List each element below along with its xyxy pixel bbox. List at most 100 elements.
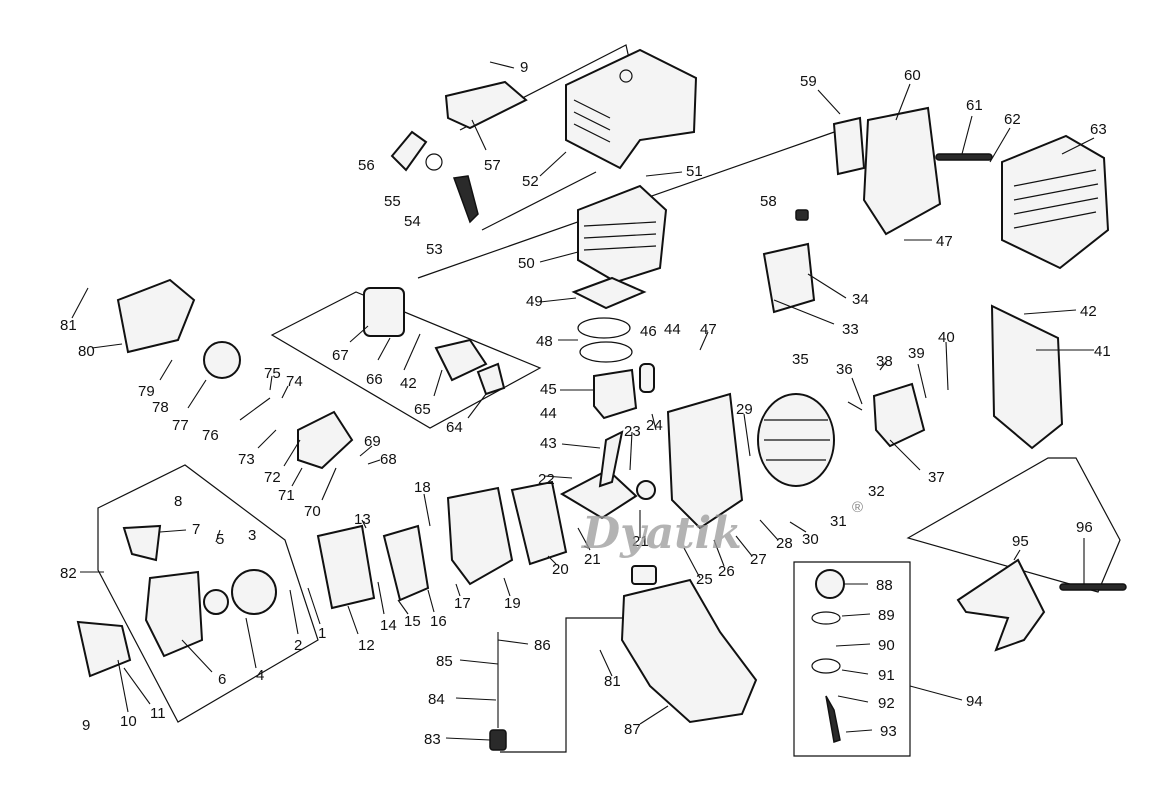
crankcase-half-left [446, 486, 514, 586]
fuel-cap-group-outline [793, 561, 911, 757]
callout-28: 28 [776, 535, 793, 552]
callout-89: 89 [878, 607, 895, 624]
carburetor [363, 287, 405, 337]
callout-37: 37 [928, 469, 945, 486]
callout-31: 31 [830, 513, 847, 530]
fuel-filter [489, 729, 507, 751]
callout-45: 45 [540, 381, 557, 398]
callout-58: 58 [760, 193, 777, 210]
callout-26: 26 [718, 563, 735, 580]
callout-79: 79 [138, 383, 155, 400]
stand-bolt [1059, 583, 1127, 591]
callout-49: 49 [526, 293, 543, 310]
muffler-cover [1001, 134, 1110, 270]
callout-38: 38 [876, 353, 893, 370]
ignition-coil [762, 242, 816, 314]
callout-67: 67 [332, 347, 349, 364]
callout-60: 60 [904, 67, 921, 84]
intake-gasket [476, 362, 506, 396]
callout-7: 7 [192, 521, 200, 538]
callout-68: 68 [380, 451, 397, 468]
callout-54: 54 [404, 213, 421, 230]
callout-96: 96 [1076, 519, 1093, 536]
callout-27: 27 [750, 551, 767, 568]
callout-5: 5 [216, 531, 224, 548]
callout-25: 25 [696, 571, 713, 588]
main-bearing [636, 480, 656, 500]
spark-plug-cap [390, 130, 428, 172]
callout-53: 53 [426, 241, 443, 258]
callout-80: 80 [78, 343, 95, 360]
clutch-assembly [872, 382, 926, 448]
muffler-cover-louvers [1013, 169, 1099, 229]
callout-14: 14 [380, 617, 397, 634]
callout-86: 86 [534, 637, 551, 654]
spacer-block [795, 209, 809, 221]
callout-73: 73 [238, 451, 255, 468]
callout-15: 15 [404, 613, 421, 630]
callout-16: 16 [430, 613, 447, 630]
callout-52: 52 [522, 173, 539, 190]
stand-group-outline [906, 457, 1121, 593]
callout-44-upper: 44 [664, 321, 681, 338]
callout-24: 24 [646, 417, 663, 434]
callout-59: 59 [800, 73, 817, 90]
callout-11: 11 [150, 705, 166, 722]
crankcase-half-right [666, 392, 744, 530]
callout-81-bottom: 81 [604, 673, 621, 690]
clutch-drum-plate [382, 524, 430, 602]
callout-48: 48 [536, 333, 553, 350]
callout-47-right: 47 [936, 233, 953, 250]
callout-2: 2 [294, 637, 302, 654]
callout-22: 22 [538, 471, 555, 488]
starter-cover-plate [76, 620, 132, 678]
callout-43: 43 [540, 435, 557, 452]
callout-41: 41 [1094, 343, 1111, 360]
callout-88: 88 [876, 577, 893, 594]
fuel-tank-neck [631, 565, 657, 585]
recoil-starter-group-outline [97, 464, 319, 723]
callout-4: 4 [256, 667, 264, 684]
callout-56: 56 [358, 157, 375, 174]
callout-87: 87 [624, 721, 641, 738]
callout-10: 10 [120, 713, 137, 730]
callout-9-top: 9 [520, 59, 528, 76]
callout-42-left: 42 [400, 375, 417, 392]
callout-92: 92 [878, 695, 895, 712]
callout-65: 65 [414, 401, 431, 418]
callout-34: 34 [852, 291, 869, 308]
callout-40: 40 [938, 329, 955, 346]
callout-21-right: 21 [632, 533, 649, 550]
callout-13: 13 [354, 511, 371, 528]
callout-72: 72 [264, 469, 281, 486]
callout-82: 82 [60, 565, 77, 582]
handle-cover [444, 80, 528, 130]
callout-46: 46 [640, 323, 657, 340]
callout-21-left: 21 [584, 551, 601, 568]
piston-ring-upper [577, 317, 631, 339]
callout-75: 75 [264, 365, 281, 382]
fuel-cap-seal [811, 658, 841, 674]
carburetor-group-outline [270, 291, 542, 429]
callout-12: 12 [358, 637, 375, 654]
callout-90: 90 [878, 637, 895, 654]
callout-47-middle: 47 [700, 321, 717, 338]
spark-plug [452, 175, 479, 224]
callout-50: 50 [518, 255, 535, 272]
callout-17: 17 [454, 595, 471, 612]
callout-36: 36 [836, 361, 853, 378]
callout-94: 94 [966, 693, 983, 710]
callout-84: 84 [428, 691, 445, 708]
muffler-bolt [935, 153, 993, 161]
callout-66: 66 [366, 371, 383, 388]
air-filter-base [297, 410, 354, 470]
callout-71: 71 [278, 487, 295, 504]
callout-3: 3 [248, 527, 256, 544]
callout-18: 18 [414, 479, 431, 496]
starter-gasket [316, 524, 376, 610]
connecting-rod [598, 430, 624, 488]
spark-plug-ring [425, 153, 443, 171]
muffler-gasket [832, 116, 866, 176]
